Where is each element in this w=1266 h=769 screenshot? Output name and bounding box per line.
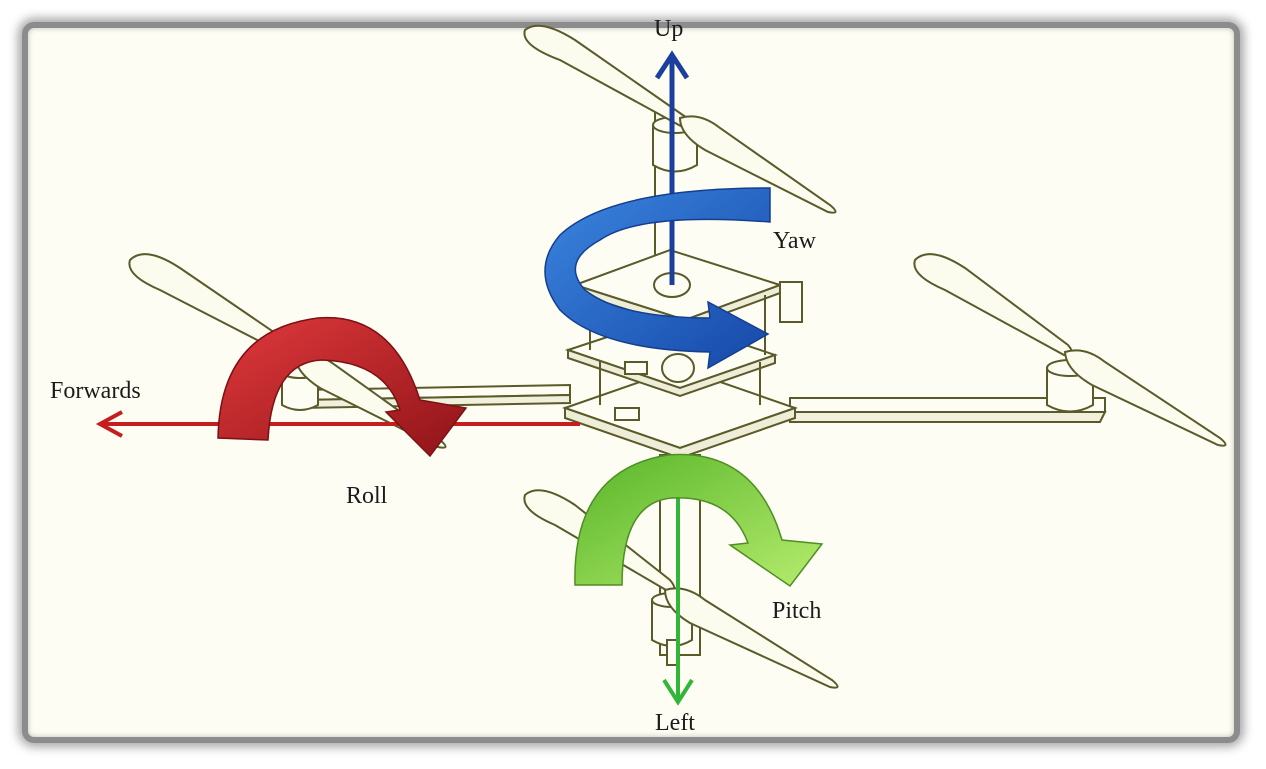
center-body (561, 248, 803, 460)
yaw-rotation-arrow (544, 187, 771, 370)
roll-rotation-arrow (217, 316, 468, 458)
left-label: Left (655, 710, 695, 736)
forwards-label: Forwards (50, 378, 141, 404)
up-label: Up (654, 16, 683, 42)
up-axis-arrow (654, 50, 690, 285)
diagram-frame (22, 22, 1240, 743)
pitch-label: Pitch (772, 598, 821, 624)
roll-label: Roll (346, 483, 388, 509)
yaw-label: Yaw (773, 228, 817, 254)
forward-axis-arrow (95, 410, 580, 438)
pitch-rotation-arrow (574, 453, 824, 588)
